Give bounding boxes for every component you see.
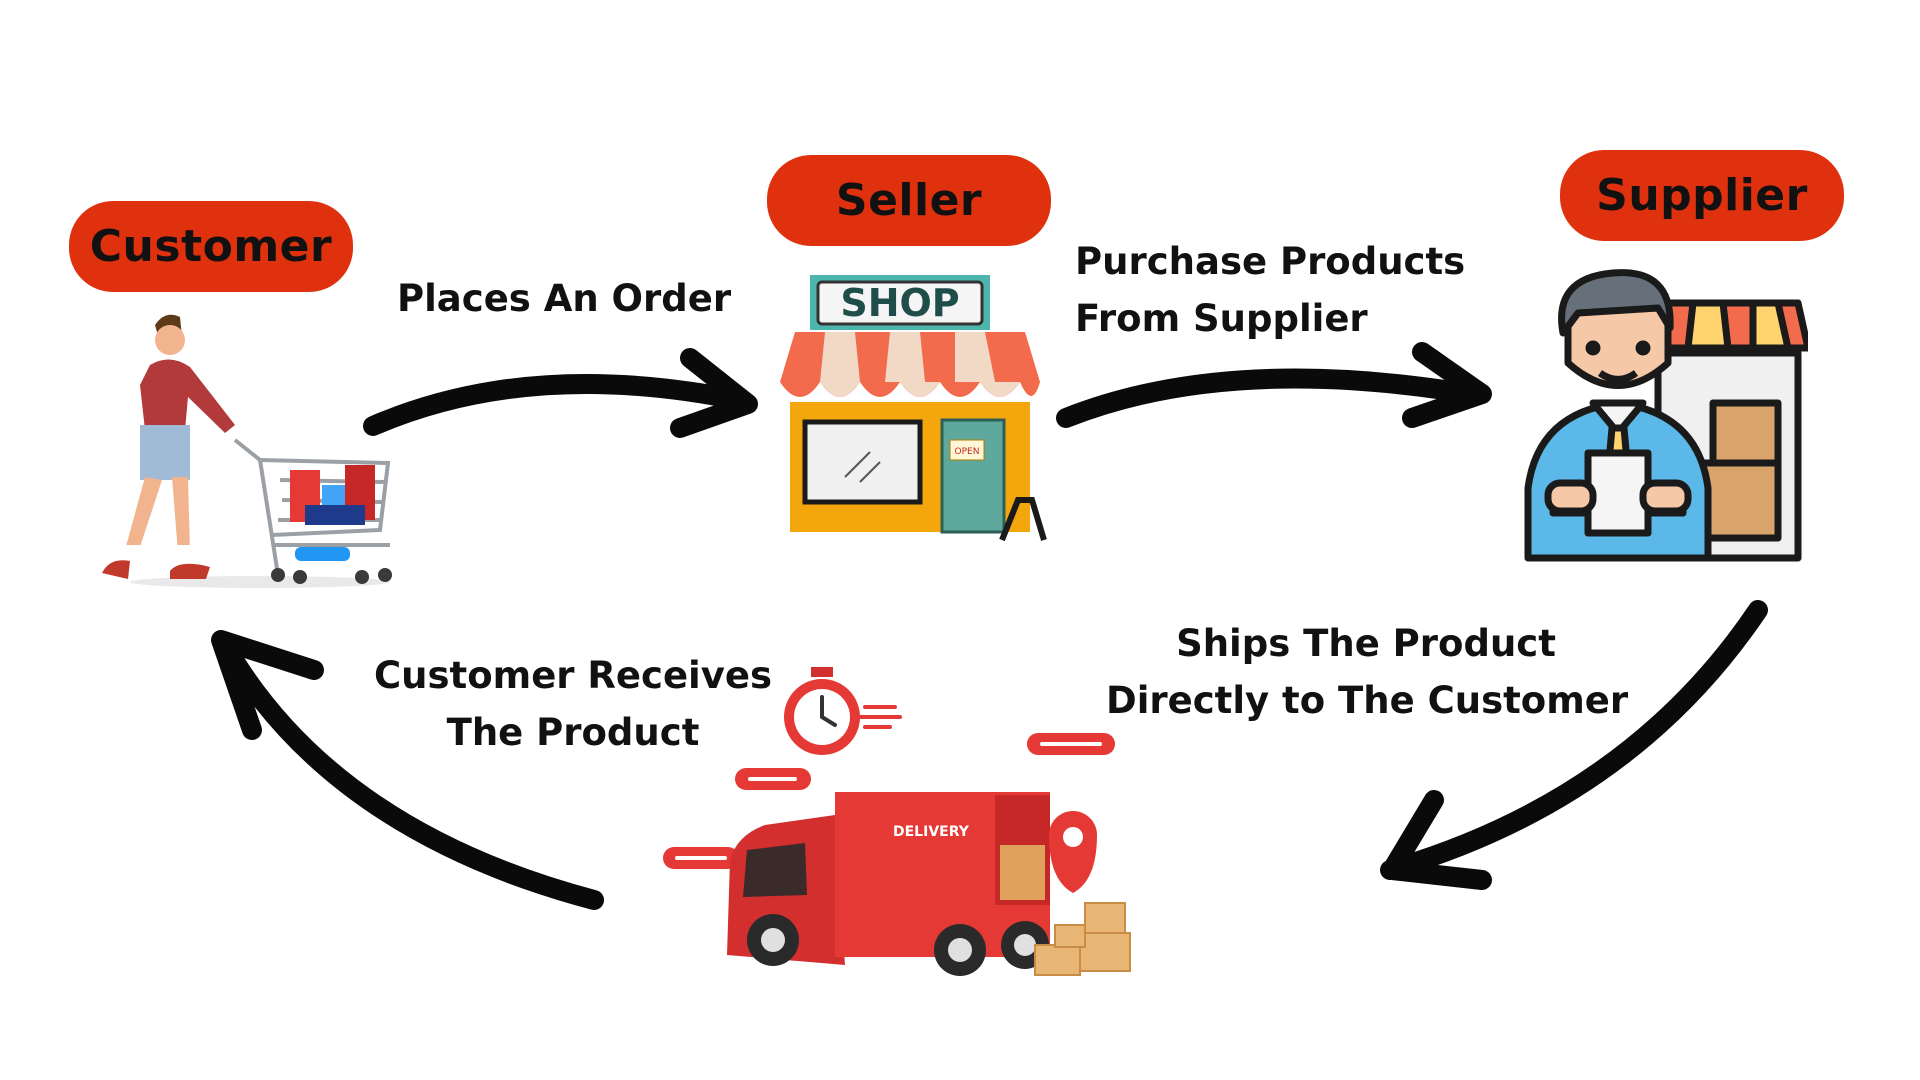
arrow-supplier-to-truck	[1380, 600, 1768, 890]
supplier-person-icon	[1524, 269, 1808, 562]
edge-label-order-line1: Places An Order	[397, 277, 732, 320]
edge-label-receives: Customer Receives The Product	[368, 647, 778, 761]
open-sign-text: OPEN	[955, 447, 980, 457]
edge-label-receives-line1: Customer Receives	[374, 654, 772, 697]
shop-sign-text: SHOP	[840, 281, 959, 325]
node-customer-label: Customer	[89, 221, 333, 272]
delivery-truck-icon: DELIVERY	[663, 667, 1131, 976]
node-supplier: Supplier	[1560, 150, 1844, 241]
shop-storefront-icon: SHOP OPEN	[780, 275, 1047, 542]
node-seller: Seller	[767, 155, 1051, 246]
arrow-seller-to-supplier	[1056, 342, 1492, 428]
shopper-with-cart-icon	[102, 314, 392, 588]
node-customer: Customer	[69, 201, 353, 292]
truck-label-text: DELIVERY	[893, 824, 970, 840]
arrow-customer-to-seller	[363, 348, 758, 438]
edge-label-order: Places An Order	[397, 270, 731, 327]
edge-label-purchase: Purchase Products From Supplier	[1075, 233, 1465, 347]
stopwatch-icon	[784, 667, 902, 755]
arrow-truck-to-customer	[211, 630, 604, 910]
edge-label-ships-line2: Directly to The Customer	[1106, 679, 1629, 722]
edge-label-purchase-line2: From Supplier	[1075, 297, 1368, 340]
node-seller-label: Seller	[835, 175, 983, 226]
node-supplier-label: Supplier	[1596, 170, 1808, 221]
edge-label-ships: Ships The Product Directly to The Custom…	[1106, 615, 1629, 729]
edge-label-receives-line2: The Product	[446, 711, 700, 754]
edge-label-purchase-line1: Purchase Products	[1075, 240, 1466, 283]
edge-label-ships-line1: Ships The Product	[1176, 622, 1556, 665]
